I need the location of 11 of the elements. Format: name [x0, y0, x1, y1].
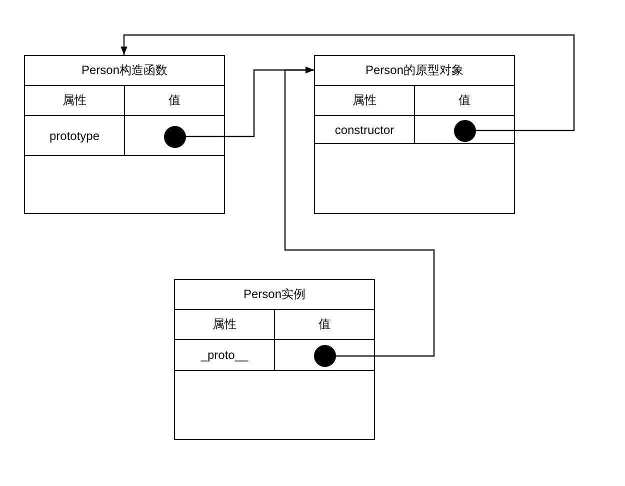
pointer-dot [314, 345, 336, 367]
pointer-dot [164, 126, 186, 148]
table [174, 279, 375, 440]
arrow [120, 34, 575, 132]
table-title: Person实例 [243, 287, 306, 301]
table [314, 55, 515, 214]
pointer-dot [454, 120, 476, 142]
table-title: Person构造函数 [81, 63, 168, 77]
table [24, 55, 225, 214]
arrow [284, 66, 435, 357]
table-title: Person的原型对象 [365, 63, 464, 77]
